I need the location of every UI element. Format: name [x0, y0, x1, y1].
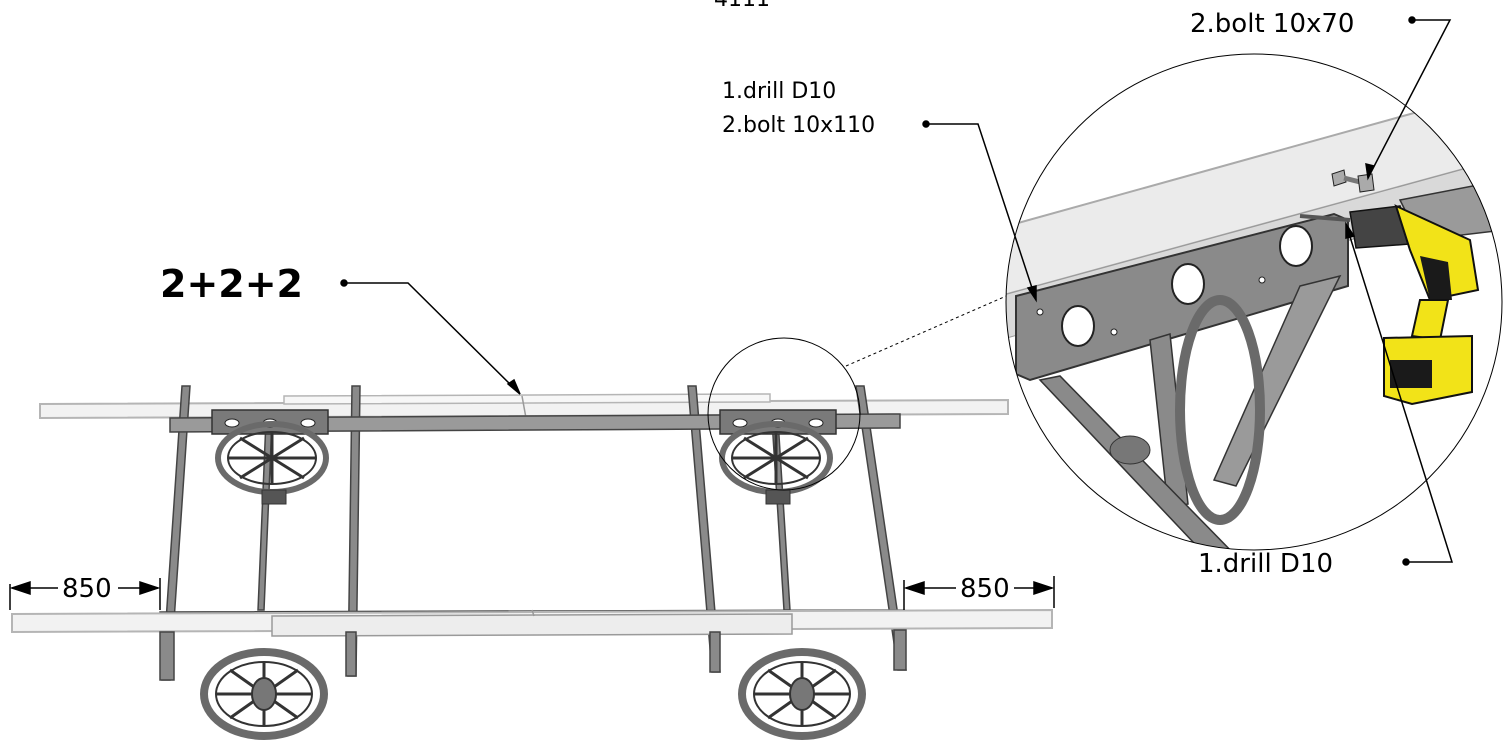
wheel-front-right	[738, 648, 866, 740]
top-text-fragment: 4111	[714, 0, 770, 12]
joint-leader	[340, 279, 521, 395]
rear-crossbar	[169, 413, 901, 433]
detail-view	[1006, 86, 1502, 550]
drill-leader-top	[922, 120, 1037, 303]
dimension-right-label: 850	[960, 574, 1010, 604]
drill-label-line1: 1.drill D10	[722, 79, 836, 104]
wheel-front-left	[200, 648, 328, 740]
drill-label-bottom: 1.drill D10	[1198, 549, 1333, 579]
detail-link-dashed	[845, 289, 1021, 367]
cart-frame	[11, 385, 1053, 740]
drill-label-line2: 2.bolt 10x110	[722, 113, 875, 138]
bolt-icon	[1331, 169, 1375, 193]
detail-circle-border	[1005, 53, 1503, 551]
bolt-short-label: 2.bolt 10x70	[1190, 9, 1354, 39]
dimension-left-label: 850	[62, 574, 112, 604]
bolt-short-leader	[1365, 16, 1452, 181]
dimension-left	[9, 578, 161, 610]
detail-locator-circle	[707, 337, 861, 491]
drill-icon	[1299, 204, 1480, 406]
wheel-rear-right	[719, 421, 833, 505]
drill-leader-bottom	[1345, 221, 1454, 566]
wheel-rear-left	[215, 421, 329, 505]
joint-count-label: 2+2+2	[160, 262, 303, 306]
front-board	[11, 608, 1053, 637]
dimension-right	[903, 576, 1055, 610]
